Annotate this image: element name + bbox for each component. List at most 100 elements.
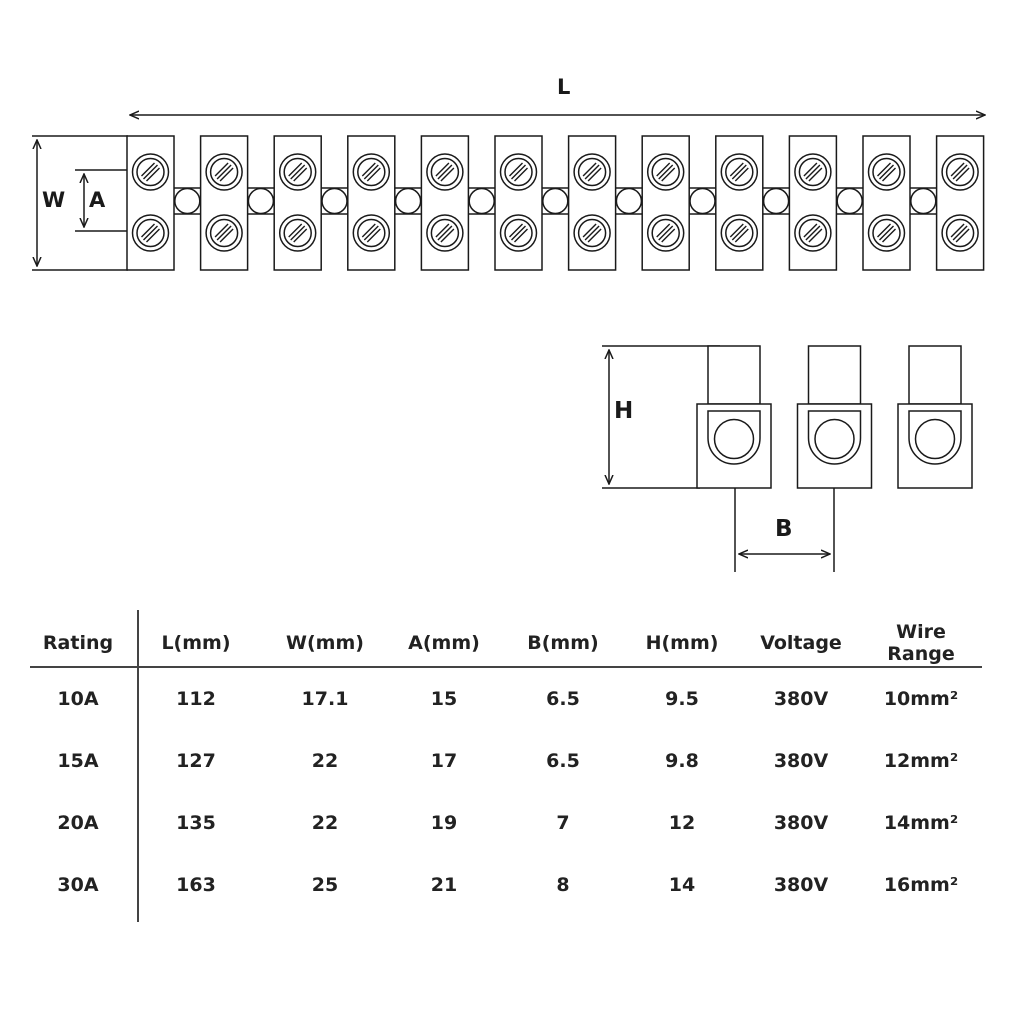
screw-slot [803,223,818,238]
table-cell: 112 [176,688,216,710]
table-cell: 7 [556,812,570,834]
table-cell: 380V [773,750,829,772]
table-cell: 10A [57,688,99,710]
screw-slot [361,162,376,177]
screw-slot [805,164,821,180]
link-pin [542,187,569,215]
screw-slot [584,225,600,241]
height-label: H [614,398,634,424]
screw-slot [363,225,379,241]
screw-slot [288,223,303,238]
screw-slot [214,223,229,238]
table-cell: 12 [668,812,696,834]
screw-slot [879,164,894,180]
screw-slot [437,225,453,241]
table-header-cell: L(mm) [161,632,231,654]
screw-slot [952,225,968,241]
table-header-cell: Rating [42,632,114,654]
table-cell: 21 [430,874,458,896]
length-label: L [557,75,571,99]
screw-post [908,345,962,405]
table-cell: 15 [430,688,458,710]
screw-slot [731,164,747,180]
a-label: A [89,188,106,212]
screw-slot [729,162,744,177]
link-pin [174,187,201,215]
screw-slot [658,164,674,180]
table-header-cell: Wire Range [887,621,955,665]
table-cell: 6.5 [546,750,580,772]
screw-slot [293,228,308,243]
link-pin [247,187,275,215]
table-header-cell: B(mm) [527,632,599,654]
table-header-cell: Voltage [760,632,842,654]
table-header-cell: W(mm) [286,632,364,654]
table-cell: 12mm² [883,750,959,772]
link-pin [468,187,495,215]
screw-slot [214,162,229,177]
screw-slot [440,167,455,182]
wire-hole [914,418,956,460]
screw-slot [366,228,381,243]
table-cell: 163 [176,874,216,896]
screw-slot [658,225,674,241]
screw-slot [882,167,896,182]
table-cell: 380V [773,688,829,710]
screw-slot [141,162,155,177]
table-cell: 22 [311,812,339,834]
screw-slot [805,225,821,241]
link-pin [321,187,348,215]
table-cell: 127 [176,750,216,772]
screw-slot [661,228,676,243]
table-cell: 380V [773,812,829,834]
table-cell: 30A [57,874,99,896]
link-pin [910,187,937,215]
table-cell: 9.5 [665,688,699,710]
screw-slot [146,167,160,182]
table-cell: 9.8 [665,750,699,772]
screw-slot [437,164,453,180]
screw-slot [511,225,526,241]
screw-slot [216,164,232,180]
screw-slot [656,223,671,238]
screw-slot [290,225,306,241]
screw-slot [808,167,823,182]
table-cell: 8 [556,874,570,896]
table-cell: 17.1 [301,688,349,710]
screw-slot [584,164,600,180]
screw-slot [514,228,528,243]
screw-slot [511,164,526,180]
table-cell: 14mm² [883,812,959,834]
b-label: B [775,516,793,542]
screw-slot [950,223,965,238]
screw-slot [803,162,818,177]
screw-slot [808,228,823,243]
screw-slot [661,167,676,182]
screw-slot [216,225,232,241]
link-pin [394,187,422,215]
screw-slot [879,225,894,241]
screw-slot [734,167,749,182]
screw-slot [877,162,891,177]
wire-hole [814,418,855,460]
table-cell: 16mm² [883,874,959,896]
screw-slot [361,223,376,238]
screw-slot [219,228,234,243]
link-pin [689,187,716,215]
screw-slot [509,223,523,238]
screw-slot [587,228,602,243]
screw-slot [514,167,528,182]
screw-slot [435,162,450,177]
screw-slot [146,228,160,243]
table-cell: 135 [176,812,216,834]
screw-slot [143,164,158,180]
screw-slot [290,164,306,180]
screw-slot [656,162,671,177]
table-cell: 380V [773,874,829,896]
